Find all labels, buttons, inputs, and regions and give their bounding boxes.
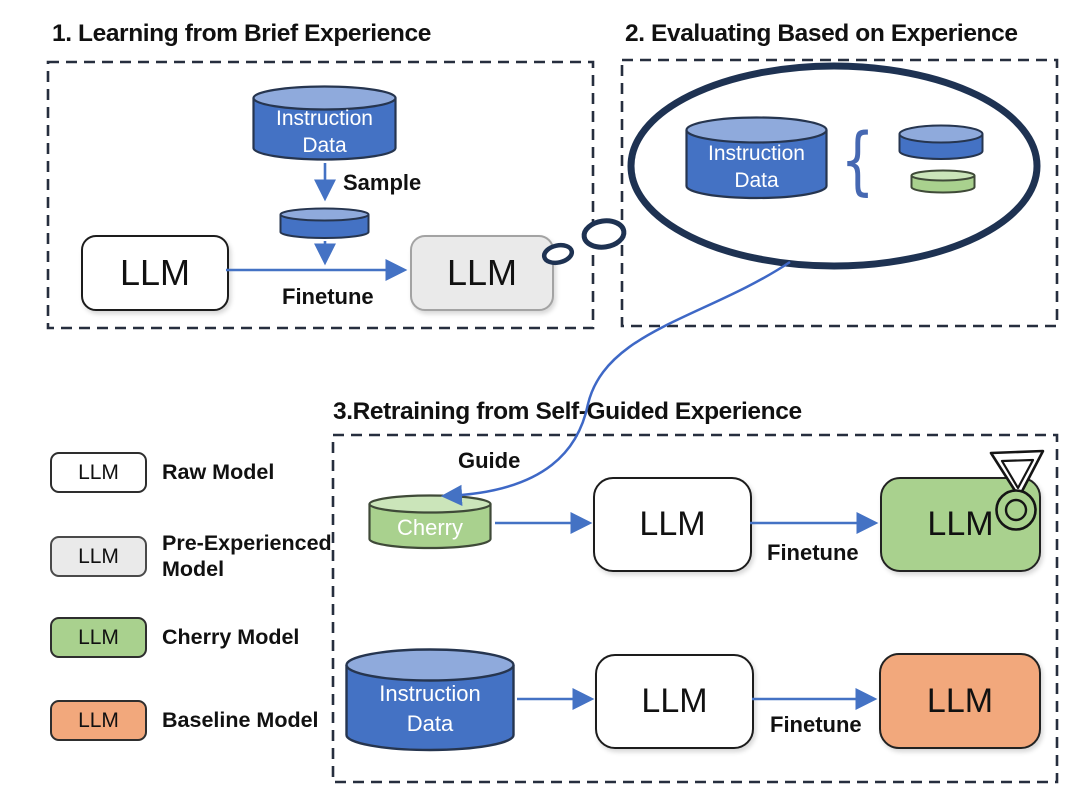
cylinder-label-line1: Instruction [379,681,481,706]
raw-llm-box-s3-row1: LLM [593,477,752,572]
cherry-model-llm-box: LLM [880,477,1041,572]
cylinder-label-line2: Data [734,168,779,192]
cylinder-top [368,494,492,514]
legend-label: Raw Model [162,459,275,484]
sampled-data-cylinder [279,207,370,240]
thought-bubble-medium [581,218,627,250]
instruction-data-cylinder-s3: Instruction Data [345,648,515,752]
legend-item-pre-experienced-model: LLM Pre-Experienced Model [50,531,352,583]
section3-title: 3.Retraining from Self-Guided Experience [333,398,802,425]
raw-llm-box-s3-row2: LLM [595,654,754,749]
legend-label: Baseline Model [162,707,319,732]
cherry-model-chip: LLM [50,617,147,658]
instruction-data-cylinder-s1: Instruction Data [252,85,397,161]
cylinder-top [279,207,370,222]
pre-experienced-model-chip: LLM [50,536,147,578]
llm-label: LLM [641,682,708,720]
cylinder-label-line1: Instruction [276,107,373,130]
cylinder-label-line2: Data [406,710,454,736]
finetune-label-s1: Finetune [282,284,374,309]
llm-label: LLM [639,505,706,543]
sample-label: Sample [343,170,422,195]
brace-icon: { [840,118,875,204]
instruction-data-cylinder-s2: Instruction Data [685,116,828,200]
baseline-model-chip: LLM [50,700,147,741]
llm-label: LLM [927,505,994,543]
pre-experienced-llm-box-s1: LLM [410,235,554,311]
finetune-label-s3-row1: Finetune [767,540,859,565]
legend-item-baseline-model: LLM Baseline Model [50,700,319,741]
cherry-data-disk-green [910,169,976,194]
raw-model-chip: LLM [50,452,147,493]
section1-title: 1. Learning from Brief Experience [52,20,431,47]
legend-item-raw-model: LLM Raw Model [50,452,274,493]
cylinder-top [685,116,828,144]
cylinder-label-line1: Instruction [708,142,805,165]
finetune-label-s3-row2: Finetune [770,712,862,737]
raw-llm-box-s1: LLM [81,235,229,311]
guide-label: Guide [458,448,521,473]
legend-label: Pre-Experienced Model [162,531,332,581]
legend-label: Cherry Model [162,624,300,649]
cherry-cylinder-label: Cherry [396,515,463,540]
disk-top [910,169,976,182]
section2-title: 2. Evaluating Based on Experience [625,20,1018,47]
baseline-model-llm-box: LLM [879,653,1041,749]
disk-top [898,124,984,144]
llm-label: LLM [926,681,994,720]
llm-label: LLM [446,252,518,293]
llm-label: LLM [119,252,191,293]
legend-item-cherry-model: LLM Cherry Model [50,617,299,658]
kept-data-disk-blue [898,124,984,161]
cylinder-label-line2: Data [302,133,347,157]
cherry-data-cylinder: Cherry [368,494,492,550]
cylinder-top [345,648,515,682]
